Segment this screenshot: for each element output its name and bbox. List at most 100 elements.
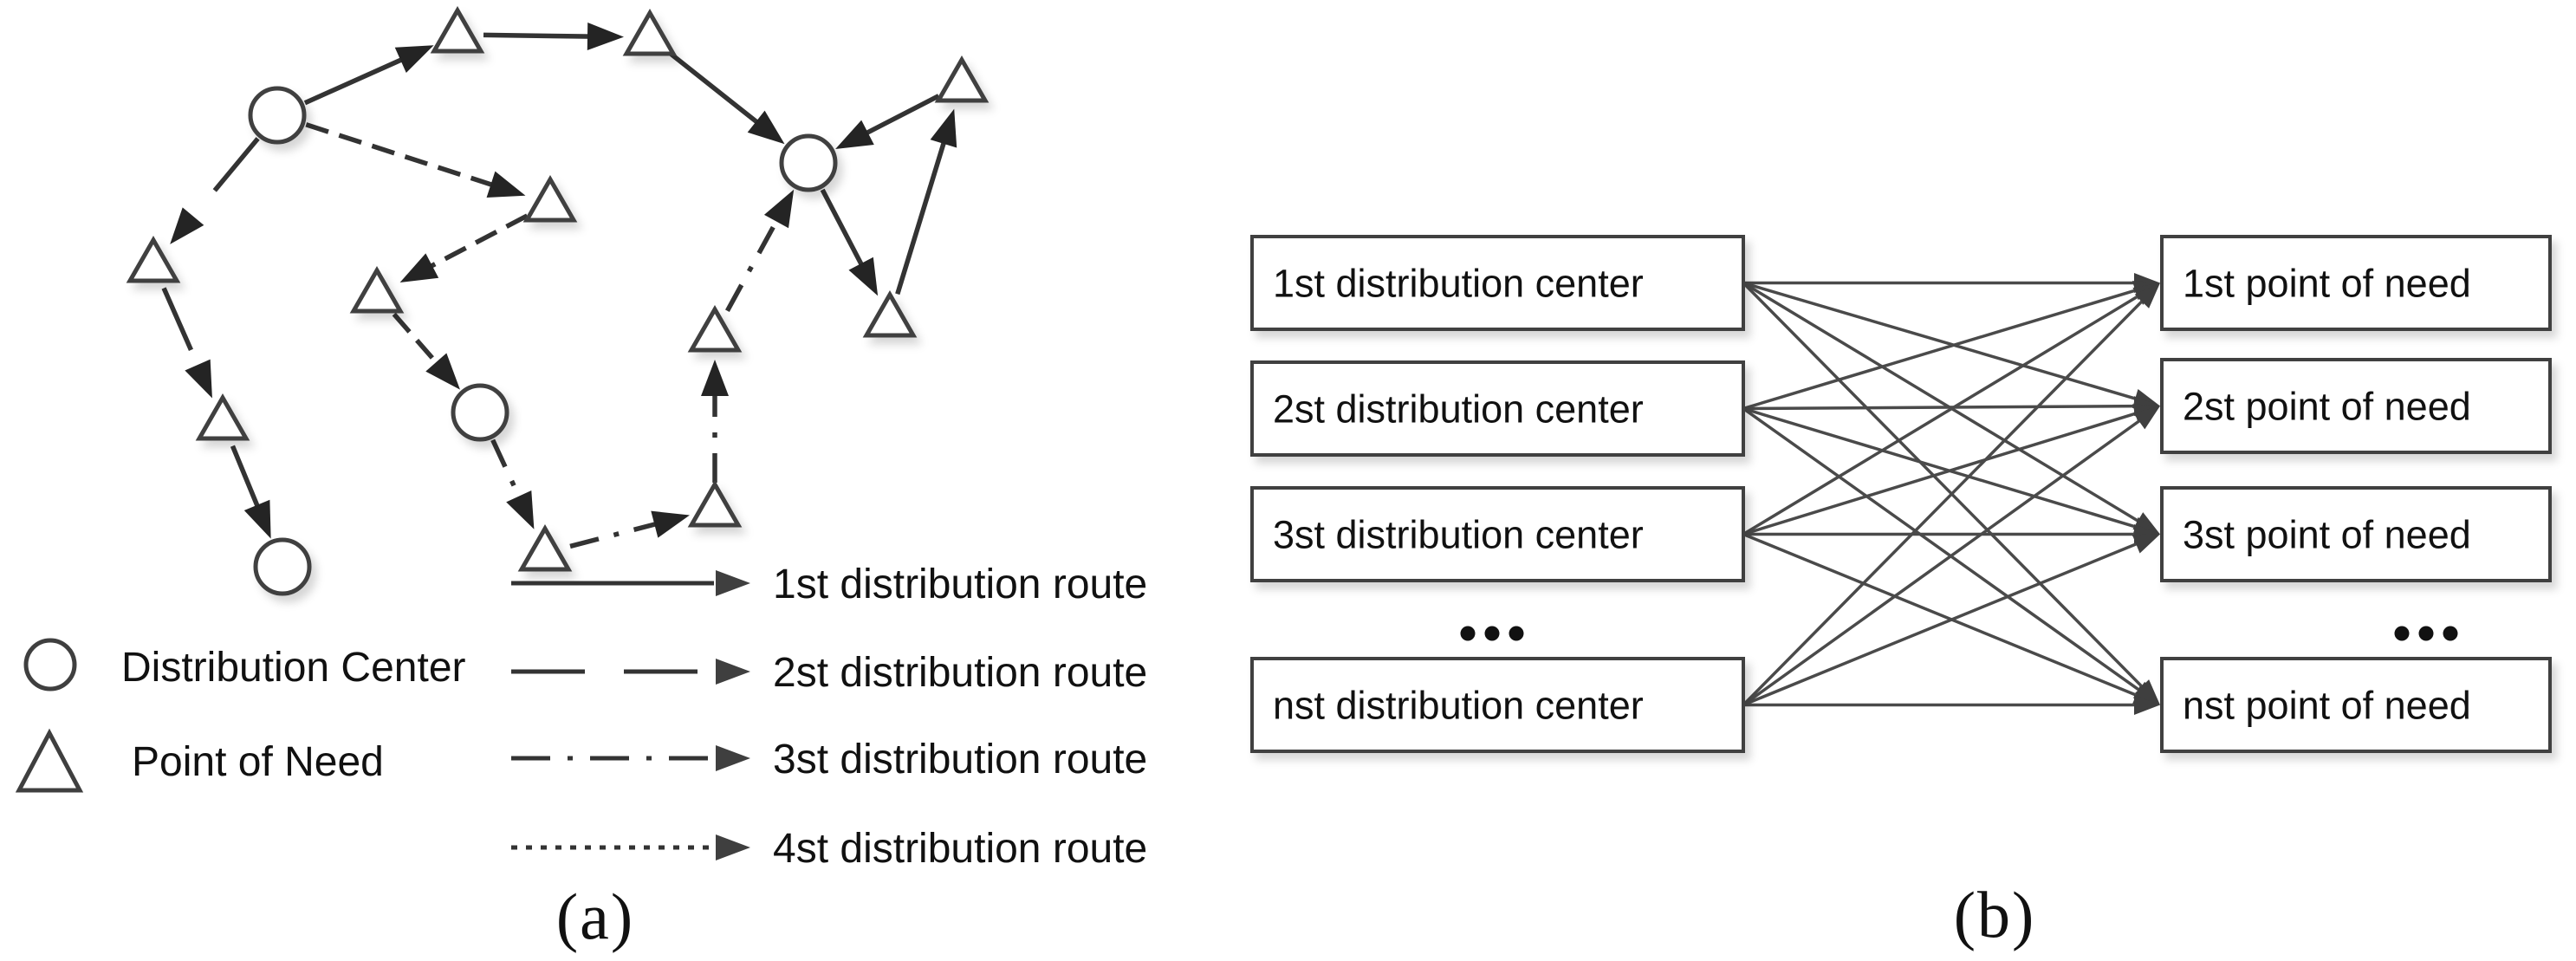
- route-arrowhead-icon: [170, 207, 204, 244]
- point-of-need-box-frame: [2160, 358, 2552, 454]
- route-legend-label: 4st distribution route: [773, 826, 1147, 872]
- distribution-center-box-frame: [1250, 235, 1745, 331]
- edge-T6-C-route2: [230, 445, 271, 539]
- route-legend-row-1: 1st distribution route: [511, 562, 1147, 607]
- distribution-center-box-label: 3st distribution center: [1273, 512, 1644, 556]
- route-arrowhead-icon: [835, 120, 874, 149]
- connector-arrowhead-icon: [2132, 534, 2160, 554]
- connector-line: [1742, 281, 2141, 402]
- edge-T8-T7-route1: [895, 108, 957, 295]
- connector-arrowhead-icon: [2132, 406, 2160, 430]
- ellipsis-dot: [2418, 626, 2434, 641]
- point-of-need-box-frame: [2160, 235, 2552, 331]
- point-of-need-ellipsis: [2394, 626, 2458, 641]
- connector-line: [1742, 417, 2145, 706]
- route-legend-row-4: 4st distribution route: [511, 826, 1147, 872]
- point-of-need-box-frame: [2160, 486, 2552, 582]
- route-arrowhead-icon: [506, 490, 535, 529]
- edge-T1-T2-route1: [483, 23, 625, 51]
- route-line: [861, 94, 940, 137]
- distribution-center-node-A: [248, 86, 307, 145]
- route-line: [820, 188, 866, 269]
- distribution-center-box-frame: [1250, 360, 1745, 457]
- connector-center1-to-need1: [1743, 273, 2160, 293]
- legend-item-label: Distribution Center: [121, 645, 466, 691]
- route-legend-arrowhead-icon: [716, 570, 750, 596]
- connector-line: [1742, 407, 2145, 695]
- edge-A-T1-route1: [303, 45, 434, 106]
- ellipsis-dot: [2443, 626, 2458, 641]
- panel-b-caption: (b): [1953, 879, 2036, 952]
- route-line: [490, 438, 523, 503]
- route-line: [303, 55, 406, 106]
- route-arrowhead-icon: [701, 360, 729, 396]
- point-of-need-box-2: 2st point of need: [2160, 358, 2552, 454]
- connector-line: [1742, 404, 2140, 411]
- route-arrowhead-icon: [185, 359, 212, 399]
- connector-center2-to-need3: [1742, 406, 2160, 536]
- route-arrowhead-icon: [848, 256, 879, 296]
- edge-T7-D-route1: [835, 94, 940, 149]
- route-arrowhead-icon: [486, 171, 526, 198]
- point-of-need-box-4: nst point of need: [2160, 657, 2552, 753]
- route-legend-row-3: 3st distribution route: [511, 737, 1147, 782]
- distribution-center-box-label: nst distribution center: [1273, 683, 1644, 727]
- point-of-need-node-T1: [430, 5, 485, 54]
- point-of-need-node-T2: [622, 8, 678, 56]
- route-line: [426, 213, 529, 270]
- distribution-center-node-D: [779, 133, 838, 192]
- ellipsis-dot: [2394, 626, 2410, 641]
- point-of-need-node-T4: [349, 265, 405, 314]
- ellipsis-dot: [1509, 626, 1524, 641]
- edge-T9-D-route3: [725, 189, 795, 313]
- route-line: [230, 445, 262, 511]
- route-line: [483, 32, 594, 39]
- ellipsis-dot: [1484, 626, 1500, 641]
- route-legend-label: 2st distribution route: [773, 650, 1147, 696]
- connector-center4-to-need3: [1742, 534, 2160, 707]
- distribution-center-icon: [23, 638, 77, 692]
- route-legend-label: 3st distribution route: [773, 737, 1147, 782]
- route-arrowhead-icon: [763, 189, 795, 229]
- distribution-center-box-3: 3st distribution center: [1250, 486, 1745, 582]
- connector-line: [1742, 540, 2142, 707]
- point-of-need-icon: [15, 728, 84, 793]
- connector-center4-to-need1: [1742, 282, 2160, 706]
- route-arrowhead-icon: [587, 23, 625, 51]
- connector-center3-to-need3: [1743, 524, 2160, 544]
- route-legend-row-2: 2st distribution route: [511, 650, 1147, 696]
- point-of-need-box-label: 3st point of need: [2183, 512, 2471, 556]
- connector-center4-to-need4: [1743, 695, 2160, 715]
- distribution-center-ellipsis: [1460, 626, 1524, 641]
- route-line: [725, 215, 782, 313]
- distribution-center-box-label: 1st distribution center: [1273, 261, 1644, 305]
- connector-center2-to-need2: [1742, 396, 2160, 417]
- connector-line: [1742, 282, 2147, 692]
- connector-arrowhead-icon: [2134, 695, 2160, 715]
- edge-D-T8-route1: [820, 188, 879, 296]
- connector-line: [1742, 282, 2144, 525]
- connector-line: [1742, 287, 2141, 411]
- edge-T2-D-route1: [668, 51, 785, 145]
- distribution-center-node-C: [253, 537, 312, 596]
- route-arrowhead-icon: [243, 499, 271, 539]
- point-of-need-node-T5: [126, 235, 181, 283]
- legend-item-triangle: Point of Need: [15, 728, 384, 793]
- route-arrowhead-icon: [747, 110, 785, 145]
- point-of-need-box-label: 1st point of need: [2183, 261, 2471, 305]
- route-arrowhead-icon: [425, 353, 460, 390]
- connector-line: [1742, 296, 2147, 706]
- route-arrowhead-icon: [930, 108, 957, 148]
- route-line: [161, 287, 202, 371]
- edge-T3-T4-route4: [399, 213, 529, 283]
- edge-T5-T6-route2: [161, 287, 212, 399]
- edge-A-T3-route4: [305, 122, 526, 198]
- route-legend-arrowhead-icon: [716, 659, 750, 685]
- point-of-need-node-T11: [687, 479, 743, 528]
- route-line: [569, 520, 660, 549]
- route-line: [895, 138, 948, 295]
- legend-item-label: Point of Need: [132, 739, 384, 785]
